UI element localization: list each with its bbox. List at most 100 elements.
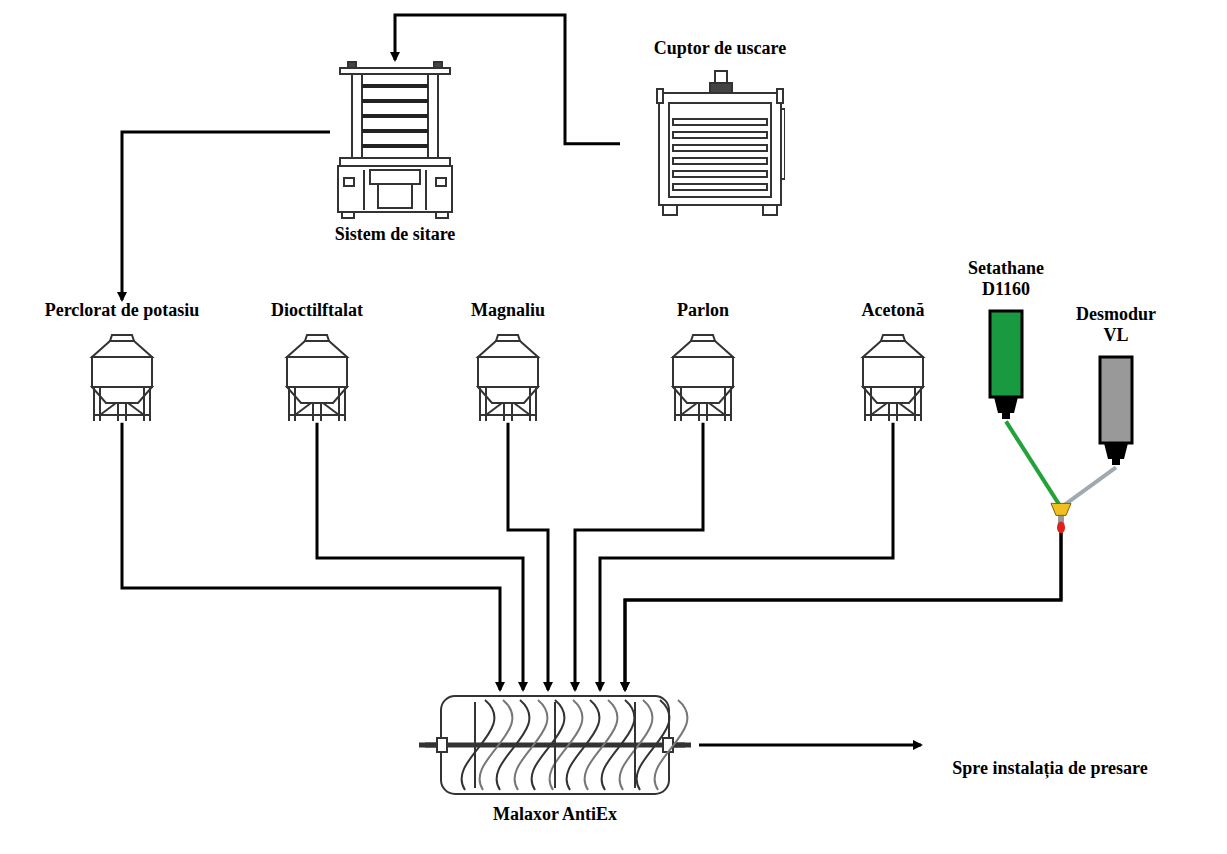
icon-part: [478, 341, 538, 357]
hopper-node: Acetonă: [800, 300, 986, 423]
cartridge-node: Desmodur VL: [1068, 304, 1164, 467]
icon-part: [620, 700, 653, 790]
icon-part: [340, 158, 450, 166]
hopper-icon: [468, 331, 548, 423]
sieve-icon: [330, 60, 460, 220]
arrow-line: [122, 423, 500, 690]
icon-part: [899, 403, 915, 415]
icon-part: [437, 738, 447, 752]
icon-part: [709, 403, 725, 415]
oven-node: Cuptor de uscare: [620, 38, 820, 219]
icon-part: [312, 403, 314, 421]
icon-part: [669, 103, 771, 197]
icon-part: [92, 335, 152, 421]
flow-arrow: [625, 421, 1061, 690]
icon-part: [673, 341, 733, 357]
icon-part: [342, 212, 354, 218]
icon-part: [348, 62, 356, 68]
icon-part: [434, 62, 442, 68]
icon-part: [715, 71, 727, 83]
icon-part: [896, 403, 898, 421]
icon-part: [554, 702, 556, 788]
icon-part: [287, 341, 347, 357]
arrow-line: [625, 529, 1061, 690]
flow-arrow: [508, 423, 548, 690]
icon-part: [655, 700, 688, 790]
icon-part: [602, 700, 635, 790]
icon-part: [338, 62, 452, 218]
icon-part: [425, 170, 427, 210]
icon-part: [673, 119, 767, 125]
icon-part: [673, 132, 767, 138]
hopper-node: Dioctilftalat: [207, 300, 427, 423]
icon-part: [763, 205, 777, 215]
node-label: Magnaliu: [471, 300, 545, 321]
icon-part: [92, 341, 152, 357]
icon-part: [320, 403, 322, 421]
icon-part: [698, 403, 700, 421]
icon-part: [100, 403, 116, 415]
icon-part: [673, 158, 767, 164]
oven-icon: [655, 69, 785, 219]
icon-part: [706, 403, 708, 421]
hopper-icon: [82, 331, 162, 423]
flow-arrow: [317, 423, 523, 690]
icon-part: [514, 403, 530, 415]
icon-part: [1112, 459, 1120, 465]
flow-arrow: [122, 423, 500, 690]
icon-part: [1100, 357, 1132, 443]
icon-part: [419, 696, 691, 794]
arrow-line: [122, 132, 330, 300]
icon-part: [567, 700, 600, 790]
mixer-icon: [415, 690, 695, 800]
node-label: Parlon: [677, 300, 729, 321]
icon-part: [497, 700, 530, 790]
flow-arrow: [575, 423, 703, 690]
icon-part: [362, 99, 428, 103]
icon-part: [362, 144, 428, 148]
icon-part: [478, 335, 538, 421]
icon-part: [673, 171, 767, 177]
icon-part: [363, 170, 365, 210]
hopper-icon: [277, 331, 357, 423]
icon-part: [362, 74, 428, 158]
icon-part: [128, 403, 144, 415]
arrow-line: [508, 423, 548, 690]
icon-part: [462, 700, 495, 790]
hopper-icon: [663, 331, 743, 423]
flow-arrow: [699, 745, 921, 746]
node-label: Spre instalația de presare: [952, 758, 1148, 779]
mixer-node: Malaxor AntiEx: [410, 690, 700, 825]
hopper-node: Parlon: [610, 300, 796, 423]
icon-part: [1104, 443, 1128, 459]
icon-part: [871, 403, 887, 415]
icon-part: [637, 700, 670, 790]
icon-part: [663, 738, 673, 752]
icon-part: [990, 311, 1022, 397]
icon-part: [503, 403, 505, 421]
hopper-node: Perclorat de potasiu: [2, 300, 242, 423]
node-label: Sistem de sitare: [335, 224, 456, 245]
icon-part: [338, 166, 452, 212]
icon-part: [863, 357, 923, 387]
icon-part: [486, 403, 502, 415]
icon-part: [478, 357, 538, 387]
icon-part: [117, 403, 119, 421]
icon-part: [659, 93, 781, 205]
icon-part: [125, 403, 127, 421]
cartridge-node: Setathane D1160: [958, 258, 1054, 421]
arrow-line: [600, 423, 893, 690]
node-label: Desmodur VL: [1070, 304, 1162, 345]
destination-node: Spre instalația de presare: [925, 758, 1175, 779]
icon-part: [362, 114, 428, 118]
tube-segment: [1061, 467, 1116, 507]
icon-part: [673, 357, 733, 387]
icon-part: [511, 403, 513, 421]
icon-part: [287, 335, 347, 421]
icon-part: [681, 403, 697, 415]
icon-part: [673, 145, 767, 151]
icon-part: [362, 129, 428, 133]
y-fitting: [1051, 503, 1071, 515]
icon-part: [436, 212, 448, 218]
